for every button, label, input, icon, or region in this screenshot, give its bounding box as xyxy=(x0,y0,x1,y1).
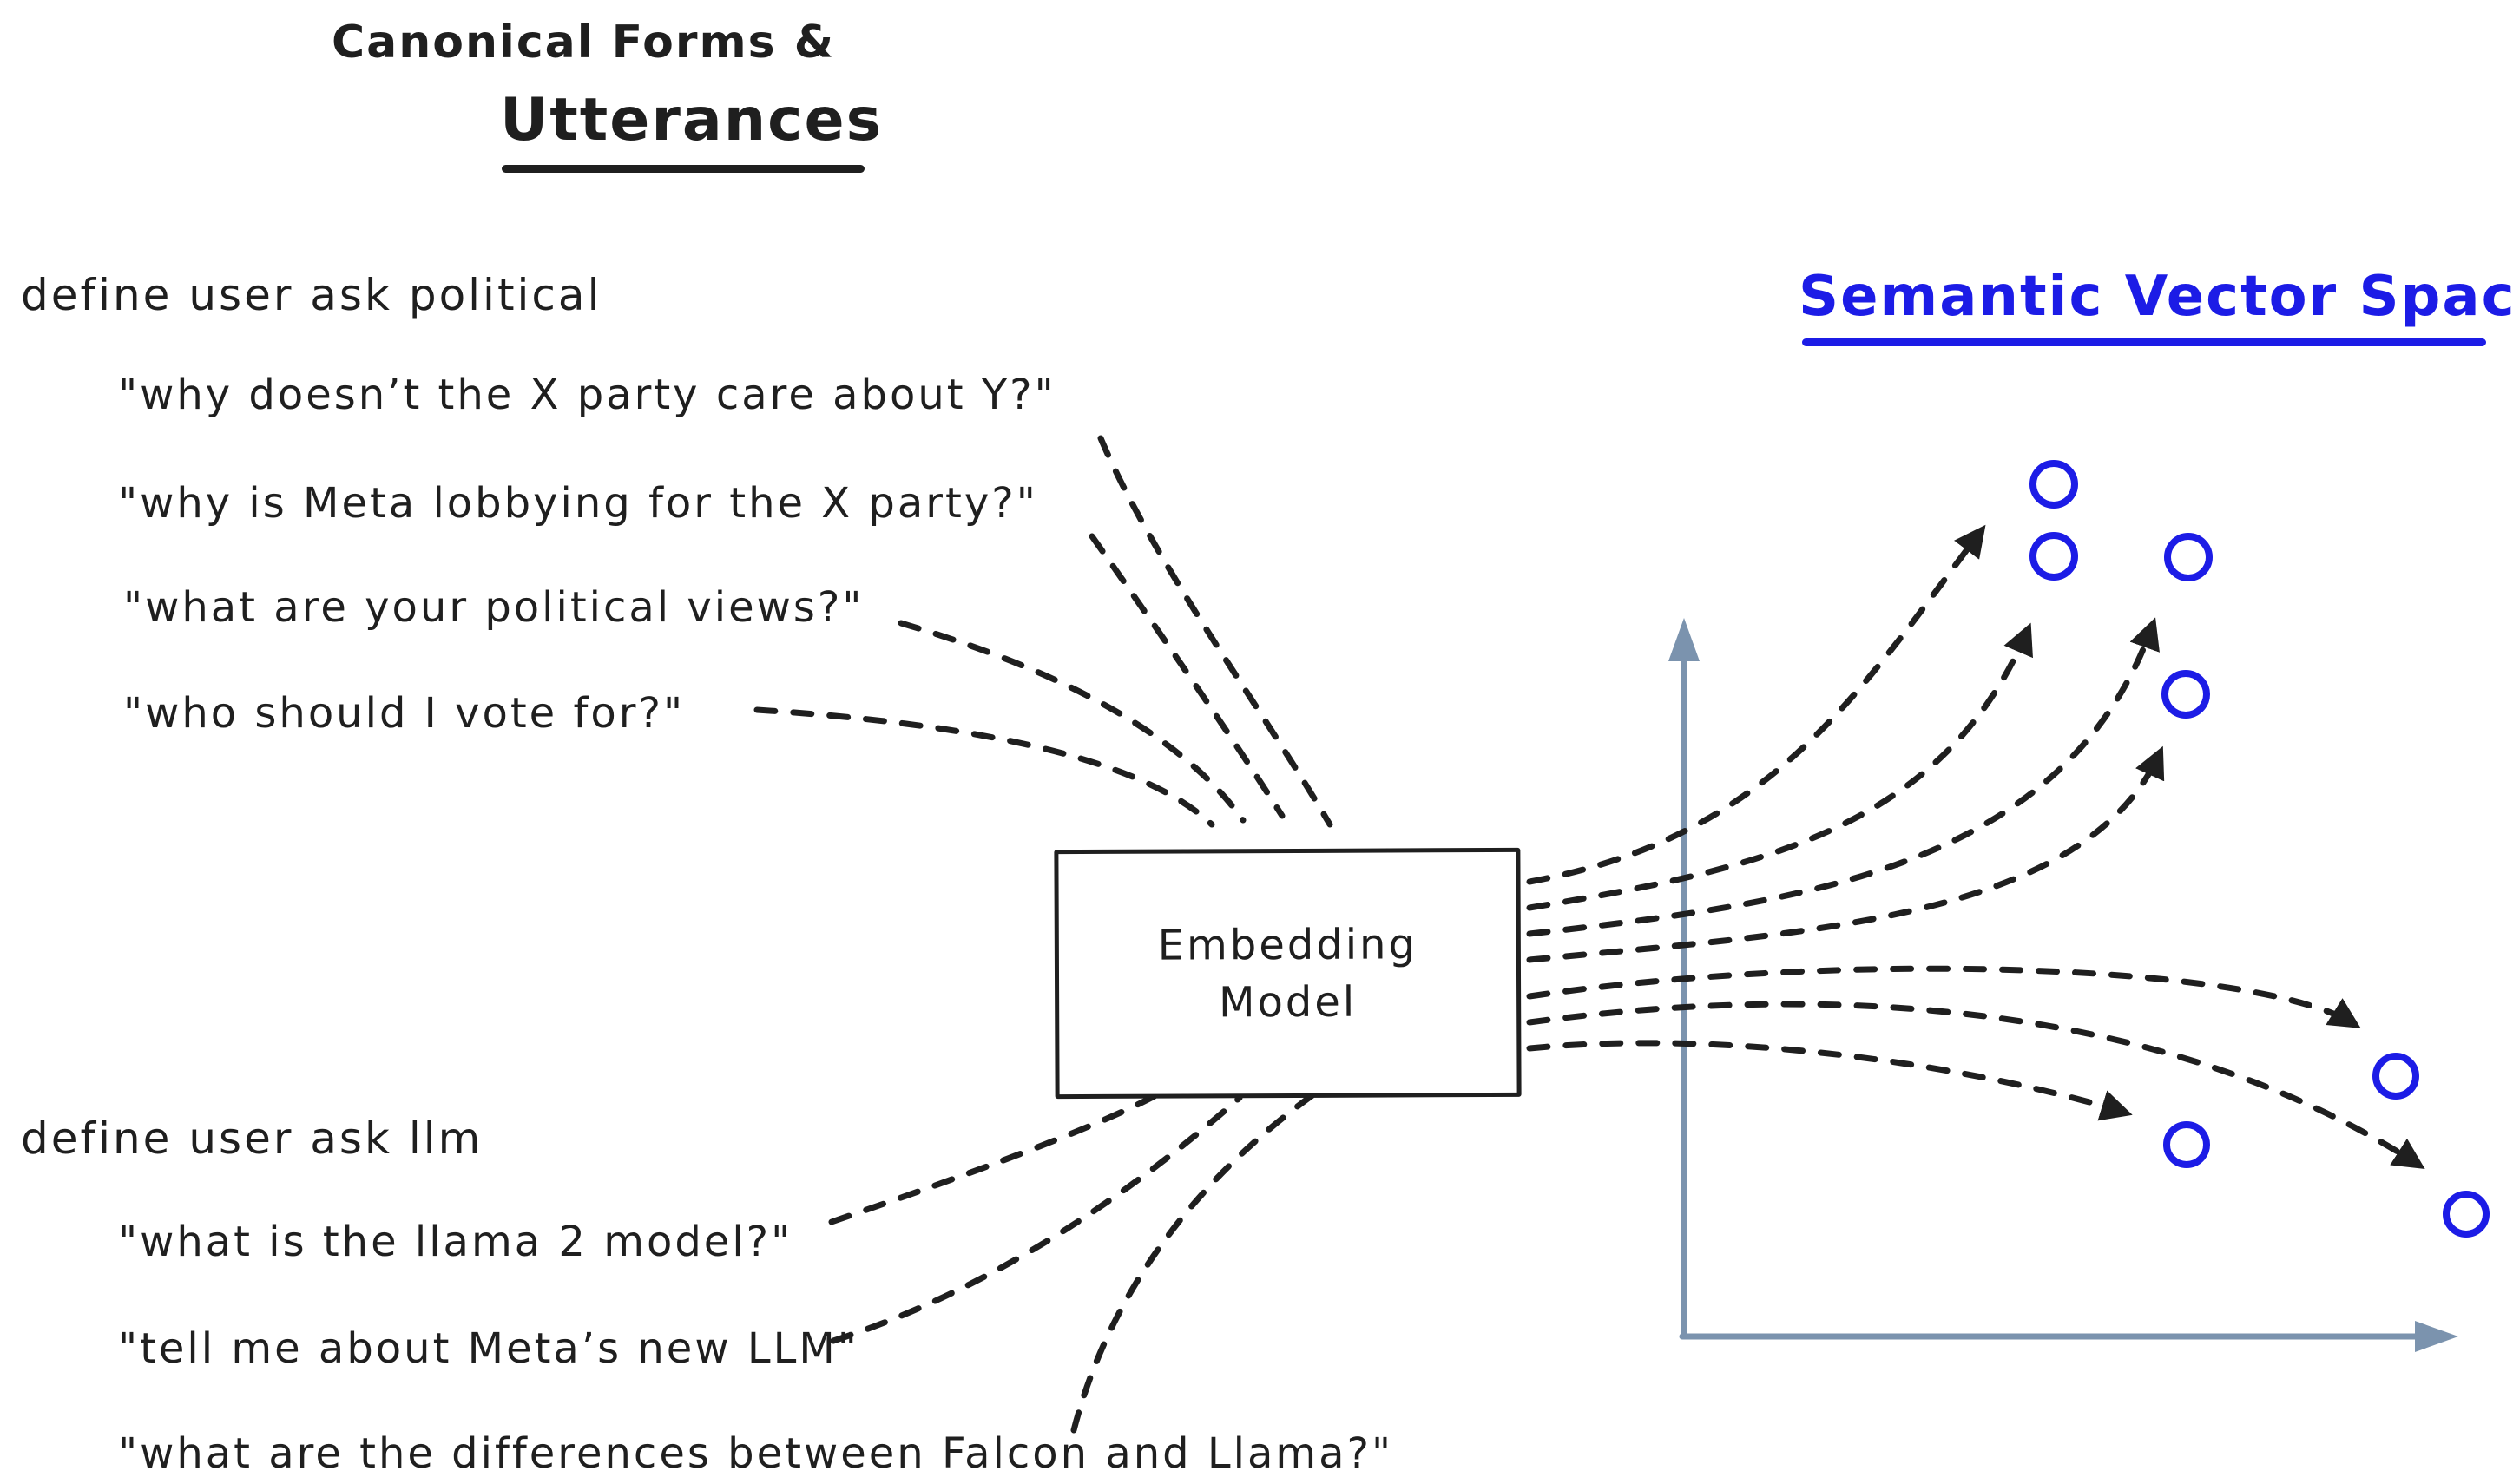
connector-political-1 xyxy=(1097,435,1333,828)
utterance-llm: "what are the differences between Falcon… xyxy=(118,1429,1394,1478)
embedding-arrow-llm-3 xyxy=(1526,1040,2133,1121)
connector-political-3 xyxy=(898,620,1247,824)
embedding-point-political xyxy=(2161,670,2210,719)
semantic-vector-space-title: Semantic Vector Space xyxy=(1799,265,2513,329)
embedding-model-label-line2: Model xyxy=(1218,977,1358,1027)
y-axis-arrowhead-icon xyxy=(1668,618,1700,661)
utterance-llm: "tell me about Meta’s new LLM" xyxy=(118,1324,859,1373)
embedding-arrow-political-1 xyxy=(1526,524,1986,885)
embedding-arrow-political-2 xyxy=(1526,622,2033,911)
embedding-arrow-political-4 xyxy=(1526,745,2165,963)
canonical-form-llm-heading: define user ask llm xyxy=(21,1113,484,1164)
canonical-form-political-heading: define user ask political xyxy=(21,270,602,320)
embedding-point-llm xyxy=(2163,1121,2210,1168)
vector-space-axes xyxy=(1668,618,2458,1352)
connector-political-4 xyxy=(753,706,1215,828)
embedding-arrow-llm-1 xyxy=(1526,965,2361,1028)
embedding-point-llm xyxy=(2443,1191,2490,1238)
connector-llm-2 xyxy=(830,1094,1243,1344)
utterance-political: "why doesn’t the X party care about Y?" xyxy=(118,371,1056,419)
input-arrows-llm xyxy=(828,1092,1316,1434)
connector-political-2 xyxy=(1089,533,1286,819)
connector-llm-3 xyxy=(1070,1092,1316,1434)
page-title-line1: Canonical Forms & xyxy=(332,16,836,69)
embedding-point-llm xyxy=(2372,1053,2419,1100)
embedding-model-box: Embedding Model xyxy=(1054,847,1522,1100)
embedding-point-political xyxy=(2029,460,2078,509)
embedding-point-political xyxy=(2164,533,2213,581)
embedding-arrow-llm-2 xyxy=(1526,1001,2425,1169)
page-title-line2: Utterances xyxy=(500,86,884,154)
title-underline xyxy=(502,165,865,173)
utterance-political: "who should I vote for?" xyxy=(123,689,686,738)
output-arrows xyxy=(1526,524,2425,1169)
utterance-political: "why is Meta lobbying for the X party?" xyxy=(118,479,1038,528)
embedding-points xyxy=(2029,460,2490,1238)
embedding-model-label-line1: Embedding xyxy=(1157,919,1418,970)
utterance-political: "what are your political views?" xyxy=(123,583,865,632)
utterance-llm: "what is the llama 2 model?" xyxy=(118,1218,793,1266)
input-arrows-political xyxy=(753,435,1333,828)
embedding-point-political xyxy=(2029,532,2078,581)
semantic-vector-space-underline xyxy=(1802,338,2486,346)
x-axis-arrowhead-icon xyxy=(2415,1321,2458,1352)
embedding-arrow-political-3 xyxy=(1526,617,2160,937)
